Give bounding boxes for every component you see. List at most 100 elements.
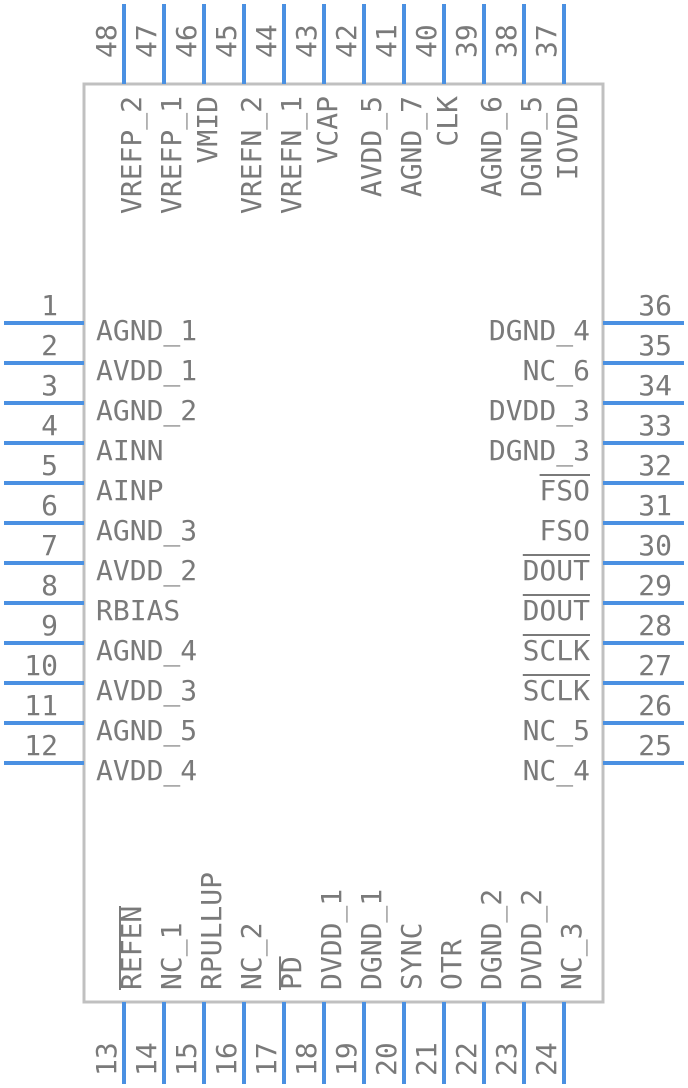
- pin-number-13: 13: [90, 1042, 123, 1076]
- pin-name-1: AGND_1: [96, 314, 197, 348]
- bottom-pin-group: 13REFEN14NC_115RPULLUP16NC_217PD18DVDD_1…: [90, 872, 589, 1084]
- pin-number-48: 48: [90, 24, 123, 58]
- pin-number-23: 23: [490, 1042, 523, 1076]
- pin-name-30: DOUT: [523, 554, 591, 587]
- pin-number-34: 34: [638, 369, 672, 402]
- pin-number-11: 11: [24, 689, 58, 722]
- pin-number-28: 28: [638, 609, 672, 642]
- pin-number-25: 25: [638, 729, 672, 762]
- pin-name-46: VMID: [191, 96, 224, 163]
- pin-name-28: SCLK: [523, 634, 591, 667]
- pin-name-39: CLK: [431, 96, 464, 147]
- pin-name-48: VREFP_2: [115, 96, 149, 214]
- pin-number-31: 31: [638, 489, 672, 522]
- pin-number-14: 14: [130, 1042, 163, 1076]
- pin-number-35: 35: [638, 329, 672, 362]
- pin-number-17: 17: [250, 1042, 283, 1076]
- pin-number-37: 37: [530, 24, 563, 58]
- pin-name-33: DGND_3: [489, 434, 590, 468]
- pin-name-36: DGND_4: [489, 314, 590, 348]
- pin-name-20: SYNC: [395, 923, 428, 990]
- pin-name-22: DGND_2: [475, 889, 509, 990]
- pin-number-47: 47: [130, 24, 163, 58]
- pin-number-3: 3: [41, 369, 58, 402]
- pin-name-25: NC_4: [523, 754, 590, 788]
- pin-number-22: 22: [450, 1042, 483, 1076]
- pin-number-10: 10: [24, 649, 58, 682]
- pin-name-41: AVDD_5: [355, 96, 389, 197]
- pin-name-3: AGND_2: [96, 394, 197, 428]
- pin-name-11: AGND_5: [96, 714, 197, 748]
- pin-name-19: DGND_1: [355, 889, 389, 990]
- pin-name-4: AINN: [96, 434, 163, 467]
- pin-name-24: NC_3: [555, 923, 589, 990]
- pin-name-6: AGND_3: [96, 514, 197, 548]
- pin-number-8: 8: [41, 569, 58, 602]
- pin-number-15: 15: [170, 1042, 203, 1076]
- pin-name-5: AINP: [96, 474, 163, 507]
- pin-name-10: AVDD_3: [96, 674, 197, 708]
- pin-number-4: 4: [41, 409, 58, 442]
- pin-number-44: 44: [250, 24, 283, 58]
- pin-name-14: NC_1: [155, 923, 189, 990]
- pin-name-27: SCLK: [523, 674, 591, 707]
- pin-number-29: 29: [638, 569, 672, 602]
- pin-number-45: 45: [210, 24, 243, 58]
- pin-name-42: VCAP: [311, 96, 344, 163]
- pin-name-37: DGND_5: [515, 96, 549, 197]
- pin-number-26: 26: [638, 689, 672, 722]
- pin-number-7: 7: [41, 529, 58, 562]
- pin-number-42: 42: [330, 24, 363, 58]
- pin-number-1: 1: [41, 289, 58, 322]
- pin-number-46: 46: [170, 24, 203, 58]
- pin-number-27: 27: [638, 649, 672, 682]
- pin-number-5: 5: [41, 449, 58, 482]
- pin-name-16: NC_2: [235, 923, 269, 990]
- pin-number-33: 33: [638, 409, 672, 442]
- pin-number-39: 39: [450, 24, 483, 58]
- pin-number-6: 6: [41, 489, 58, 522]
- pin-name-29: DOUT: [523, 594, 591, 627]
- pin-name-32: FSO: [539, 474, 590, 507]
- pin-number-41: 41: [370, 24, 403, 58]
- pin-number-9: 9: [41, 609, 58, 642]
- pin-name-35: NC_6: [523, 354, 590, 388]
- pin-number-32: 32: [638, 449, 672, 482]
- pin-number-36: 36: [638, 289, 672, 322]
- pin-number-24: 24: [530, 1042, 563, 1076]
- pin-name-44: VREFN_2: [235, 96, 269, 214]
- pin-name-38: AGND_6: [475, 96, 509, 197]
- pin-number-30: 30: [638, 529, 672, 562]
- pin-name-9: AGND_4: [96, 634, 197, 668]
- pin-name-7: AVDD_2: [96, 554, 197, 588]
- pin-number-16: 16: [210, 1042, 243, 1076]
- pin-name-12: AVDD_4: [96, 754, 197, 788]
- pin-name-15: RPULLUP: [195, 872, 228, 990]
- pin-number-2: 2: [41, 329, 58, 362]
- pin-number-38: 38: [490, 24, 523, 58]
- component-body: [82, 82, 605, 1004]
- pin-name-36t: IOVDD: [551, 96, 584, 180]
- pin-name-8: RBIAS: [96, 594, 180, 627]
- pin-number-40: 40: [410, 24, 443, 58]
- pin-name-23: DVDD_2: [515, 889, 549, 990]
- pin-number-43: 43: [290, 24, 323, 58]
- pin-name-34: DVDD_3: [489, 394, 590, 428]
- pin-number-21: 21: [410, 1042, 443, 1076]
- pin-name-47: VREFP_1: [155, 96, 189, 214]
- pin-number-12: 12: [24, 729, 58, 762]
- pin-name-26: NC_5: [523, 714, 590, 748]
- pin-name-40: AGND_7: [395, 96, 429, 197]
- pin-name-31: FSO: [539, 514, 590, 547]
- pin-number-18: 18: [290, 1042, 323, 1076]
- pin-name-43: VREFN_1: [275, 96, 309, 214]
- pin-name-18: DVDD_1: [315, 889, 349, 990]
- pin-number-19: 19: [330, 1042, 363, 1076]
- pin-number-20: 20: [370, 1042, 403, 1076]
- pin-name-2: AVDD_1: [96, 354, 197, 388]
- pin-name-21: OTR: [435, 939, 468, 990]
